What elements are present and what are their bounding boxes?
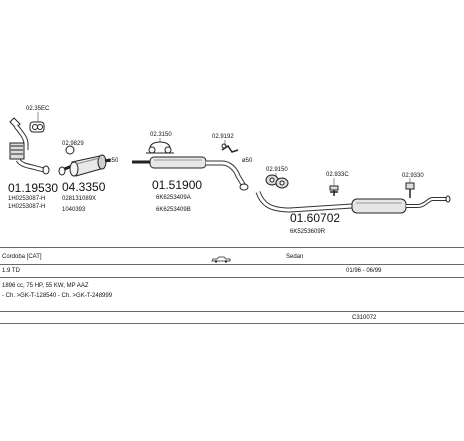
fitting-code: 02.3150 — [150, 132, 172, 138]
fitting-code: 02.933C — [326, 172, 349, 178]
engine: 1.9 TD — [2, 268, 20, 274]
gasket-part — [29, 121, 45, 133]
exhaust-system-diagram: 01.19530 1H0253087-H 1H0253087-H 04.3350… — [8, 106, 451, 235]
fitting-code: 02.9829 — [62, 141, 84, 147]
part-code: 01.60702 — [290, 211, 340, 225]
hanger-part — [329, 185, 339, 196]
engine-spec: 1896 cc, 75 HP, 55 KW, MP AAZ — [2, 283, 89, 289]
body-type: Sedan — [286, 254, 304, 260]
production-dates: 01/96 - 06/99 — [346, 268, 382, 274]
fitting-code: 02.35EC — [26, 106, 50, 112]
rear-silencer-part — [255, 191, 451, 214]
fitting-code: 02.9192 — [212, 134, 234, 140]
part-ref: 1040393 — [62, 207, 86, 213]
table-rule — [0, 323, 464, 324]
hanger-part — [221, 143, 239, 153]
table-rule — [0, 277, 464, 278]
part-ref: 028131089X — [62, 196, 96, 202]
table-rule — [0, 264, 464, 265]
chassis-range: - Ch. >GK-T-128540 - Ch. >GK-T-248999 — [2, 293, 113, 299]
part-ref: 1H0253087-H — [8, 196, 45, 202]
rubber-mount-part — [265, 174, 289, 189]
car-icon — [211, 256, 231, 263]
part-code: 01.19530 — [8, 181, 58, 195]
part-ref: 1H0253087-H — [8, 204, 45, 210]
table-rule — [0, 247, 464, 248]
middle-silencer-part — [132, 156, 249, 191]
part-ref: 6K5253609R — [290, 229, 326, 235]
model-name: Cordoba [CAT] — [2, 254, 42, 260]
hanger-part — [405, 182, 415, 198]
fitting-code: 02.9330 — [402, 173, 424, 179]
part-code: 01.51900 — [152, 178, 202, 192]
clamp-part — [146, 141, 174, 154]
table-rule — [0, 311, 464, 312]
diameter-label: ø50 — [242, 158, 253, 164]
part-ref: 6K6253409B — [156, 207, 191, 213]
front-pipe-part — [9, 117, 50, 175]
diameter-label: ø50 — [108, 158, 119, 164]
part-code: 04.3350 — [62, 180, 106, 194]
reference-code: C310072 — [352, 315, 377, 321]
fitting-code: 02.9150 — [266, 167, 288, 173]
catalyst-part — [58, 154, 111, 177]
part-ref: 6K6253409A — [156, 195, 191, 201]
